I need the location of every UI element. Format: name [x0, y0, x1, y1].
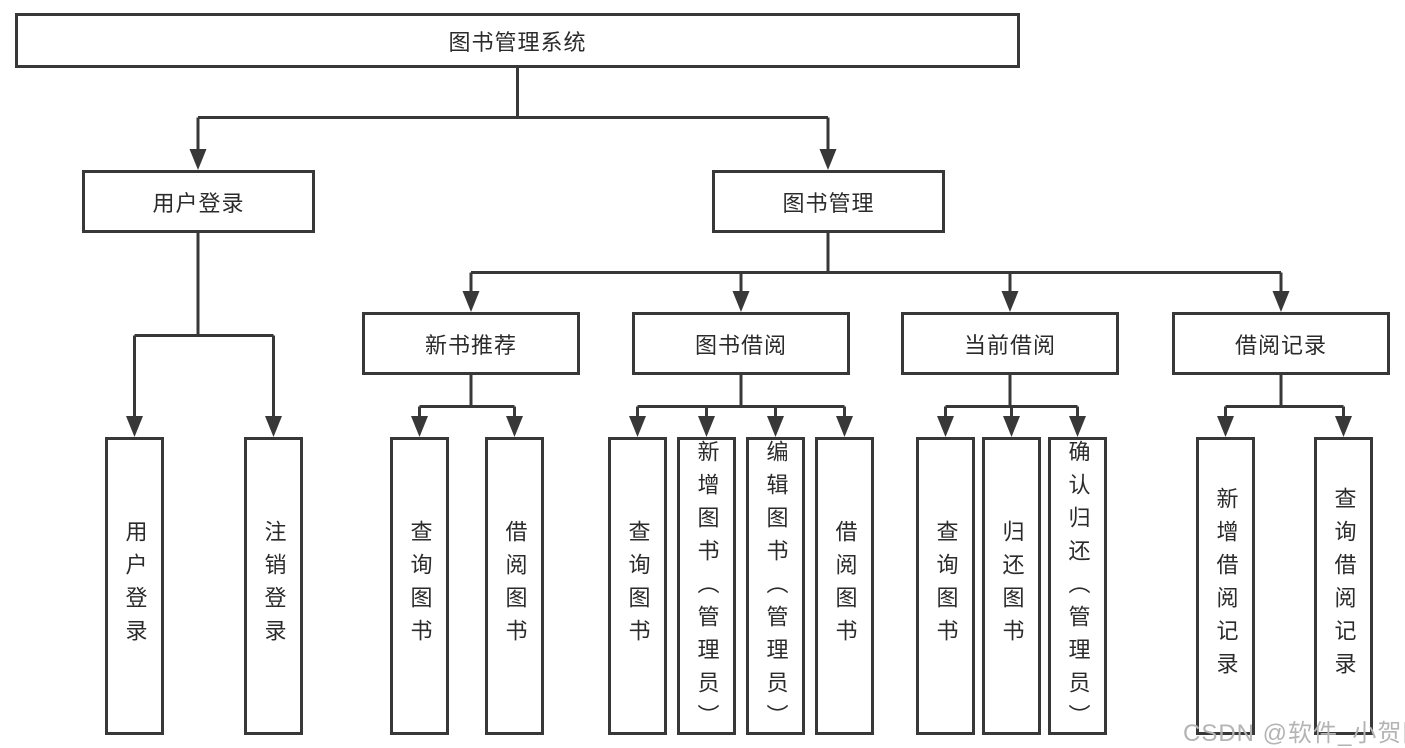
arrow-head [698, 416, 715, 437]
node-new-book-recommend: 新书推荐 [362, 312, 580, 375]
leaf-logout: 注销登录 [244, 437, 303, 735]
leaf-label: 确认归还（管理员） [1065, 440, 1091, 737]
node-user-login-label: 用户登录 [152, 190, 245, 216]
node-book-borrow: 图书借阅 [632, 312, 850, 375]
node-borrow-records-label: 借阅记录 [1234, 332, 1327, 358]
leaf-label: 借阅图书 [832, 520, 858, 652]
leaf-label: 注销登录 [261, 520, 287, 652]
arrow-head [836, 416, 853, 437]
arrow-head [1003, 416, 1020, 437]
arrow-head [629, 416, 646, 437]
leaf-query-borrow-record: 查询借阅记录 [1314, 437, 1373, 735]
leaf-label: 查询图书 [625, 520, 651, 652]
leaf-edit-book-admin: 编辑图书（管理员） [746, 437, 805, 737]
leaf-label: 新增借阅记录 [1213, 487, 1239, 685]
leaf-borrow-book: 借阅图书 [815, 437, 874, 735]
node-book-management: 图书管理 [712, 170, 945, 233]
arrow-head [937, 416, 954, 437]
arrow-head [819, 149, 837, 170]
leaf-label: 查询图书 [407, 520, 433, 652]
leaf-confirm-return-admin: 确认归还（管理员） [1048, 437, 1107, 737]
arrow-head [462, 291, 480, 312]
leaf-borrow-query-book: 查询图书 [608, 437, 667, 735]
csdn-watermark: CSDN @软件_小贺同学 [1183, 720, 1405, 747]
arrow-head [1272, 291, 1290, 312]
leaf-label: 编辑图书（管理员） [763, 440, 789, 737]
arrow-head [1217, 416, 1234, 437]
node-current-borrow-label: 当前借阅 [963, 332, 1056, 358]
leaf-label: 查询图书 [933, 520, 959, 652]
arrow-head [126, 416, 143, 437]
leaf-add-book-admin: 新增图书（管理员） [677, 437, 736, 737]
leaf-label: 归还图书 [999, 520, 1025, 652]
leaf-label: 用户登录 [122, 520, 148, 652]
node-root: 图书管理系统 [15, 13, 1020, 68]
leaf-return-book: 归还图书 [982, 437, 1041, 735]
leaf-label: 新增图书（管理员） [694, 440, 720, 737]
leaf-recommend-query-book: 查询图书 [390, 437, 449, 735]
connector-path [133, 68, 1345, 418]
arrow-head [265, 416, 282, 437]
leaf-user-login: 用户登录 [105, 437, 164, 735]
leaf-add-borrow-record: 新增借阅记录 [1196, 437, 1255, 735]
node-book-borrow-label: 图书借阅 [694, 332, 787, 358]
arrow-head [1335, 416, 1352, 437]
leaf-recommend-borrow-book: 借阅图书 [485, 437, 544, 735]
arrow-head [506, 416, 523, 437]
leaf-current-query-book: 查询图书 [916, 437, 975, 735]
arrow-head [767, 416, 784, 437]
arrow-head [189, 149, 207, 170]
node-borrow-records: 借阅记录 [1172, 312, 1390, 375]
arrow-head [732, 291, 750, 312]
node-root-label: 图书管理系统 [448, 29, 587, 55]
node-new-book-recommend-label: 新书推荐 [424, 332, 517, 358]
node-current-borrow: 当前借阅 [901, 312, 1119, 375]
leaf-label: 借阅图书 [502, 520, 528, 652]
leaf-label: 查询借阅记录 [1331, 487, 1357, 685]
arrow-head [1001, 291, 1019, 312]
arrow-head [411, 416, 428, 437]
node-book-management-label: 图书管理 [782, 190, 875, 216]
node-user-login: 用户登录 [82, 170, 315, 233]
arrow-head [1069, 416, 1086, 437]
